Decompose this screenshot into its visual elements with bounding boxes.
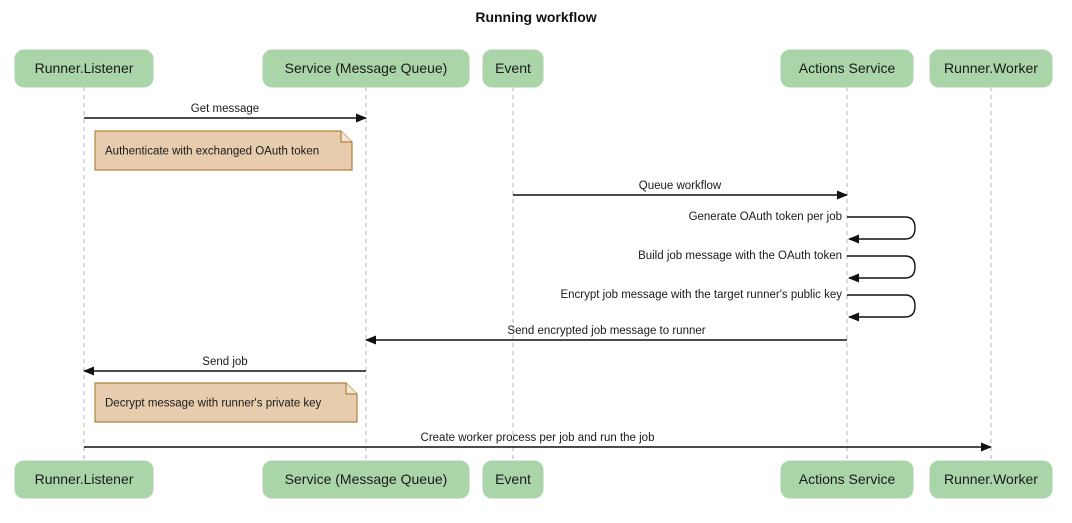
participant-runner-worker-header[interactable]: Runner.Worker (929, 49, 1053, 88)
page-title: Running workflow (475, 9, 596, 25)
participant-label: Event (495, 471, 531, 487)
message-label: Generate OAuth token per job (689, 211, 842, 223)
participant-box (482, 460, 544, 499)
participant-box (780, 460, 914, 499)
participant-service-message-queue-footer[interactable]: Service (Message Queue) (262, 460, 470, 499)
lifeline-layer (83, 87, 992, 461)
participant-box (14, 460, 154, 499)
message-label: Build job message with the OAuth token (638, 250, 842, 262)
self-call-path (847, 294, 916, 322)
participant-label: Runner.Worker (944, 60, 1038, 76)
self-call-path (847, 255, 916, 283)
message-encrypt-job-message-with-the-target-runners-public-key[interactable]: Encrypt job message with the target runn… (560, 289, 916, 322)
participant-box (929, 460, 1053, 499)
participant-runner-listener-header[interactable]: Runner.Listener (14, 49, 154, 88)
participant-label: Actions Service (799, 471, 896, 487)
message-label: Get message (191, 103, 259, 115)
note-decrypt-message-with-runners-private-key: Decrypt message with runner's private ke… (94, 382, 358, 423)
participant-label: Service (Message Queue) (285, 60, 448, 76)
message-build-job-message-with-the-oauth-token[interactable]: Build job message with the OAuth token (638, 250, 916, 283)
message-label: Queue workflow (639, 180, 722, 192)
participant-box (929, 49, 1053, 88)
note-authenticate-with-exchanged-oauth-token: Authenticate with exchanged OAuth token (94, 130, 353, 171)
message-send-encrypted-job-message-to-runner[interactable]: Send encrypted job message to runner (365, 325, 847, 345)
participant-label: Actions Service (799, 60, 896, 76)
message-generate-oauth-token-per-job[interactable]: Generate OAuth token per job (689, 211, 916, 244)
participant-box (14, 49, 154, 88)
self-call-path (847, 216, 916, 244)
message-label: Create worker process per job and run th… (421, 432, 655, 444)
note-body (94, 382, 358, 423)
participant-box (262, 49, 470, 88)
participant-event-header[interactable]: Event (482, 49, 544, 88)
participant-actions-service-footer[interactable]: Actions Service (780, 460, 914, 499)
message-send-job[interactable]: Send job (83, 356, 366, 376)
message-create-worker-process-per-job-and-run-the-job[interactable]: Create worker process per job and run th… (84, 432, 992, 452)
participant-label: Service (Message Queue) (285, 471, 448, 487)
message-label: Send encrypted job message to runner (507, 325, 705, 337)
participant-label: Runner.Worker (944, 471, 1038, 487)
message-label: Send job (202, 356, 247, 368)
note-body (94, 130, 353, 171)
participant-label: Runner.Listener (35, 471, 134, 487)
participant-actions-service-header[interactable]: Actions Service (780, 49, 914, 88)
participant-label: Runner.Listener (35, 60, 134, 76)
participant-service-message-queue-header[interactable]: Service (Message Queue) (262, 49, 470, 88)
message-label: Encrypt job message with the target runn… (560, 289, 842, 301)
participant-label: Event (495, 60, 531, 76)
note-fold-corner-icon (340, 131, 352, 143)
note-layer: Authenticate with exchanged OAuth tokenD… (94, 130, 358, 423)
message-get-message[interactable]: Get message (84, 103, 367, 123)
participant-runner-worker-footer[interactable]: Runner.Worker (929, 460, 1053, 499)
participant-event-footer[interactable]: Event (482, 460, 544, 499)
participant-box (482, 49, 544, 88)
message-queue-workflow[interactable]: Queue workflow (513, 180, 848, 200)
note-label: Decrypt message with runner's private ke… (105, 398, 322, 410)
note-fold-corner-icon (345, 383, 357, 395)
participant-box (780, 49, 914, 88)
participant-runner-listener-footer[interactable]: Runner.Listener (14, 460, 154, 499)
note-label: Authenticate with exchanged OAuth token (105, 146, 319, 158)
participant-box (262, 460, 470, 499)
